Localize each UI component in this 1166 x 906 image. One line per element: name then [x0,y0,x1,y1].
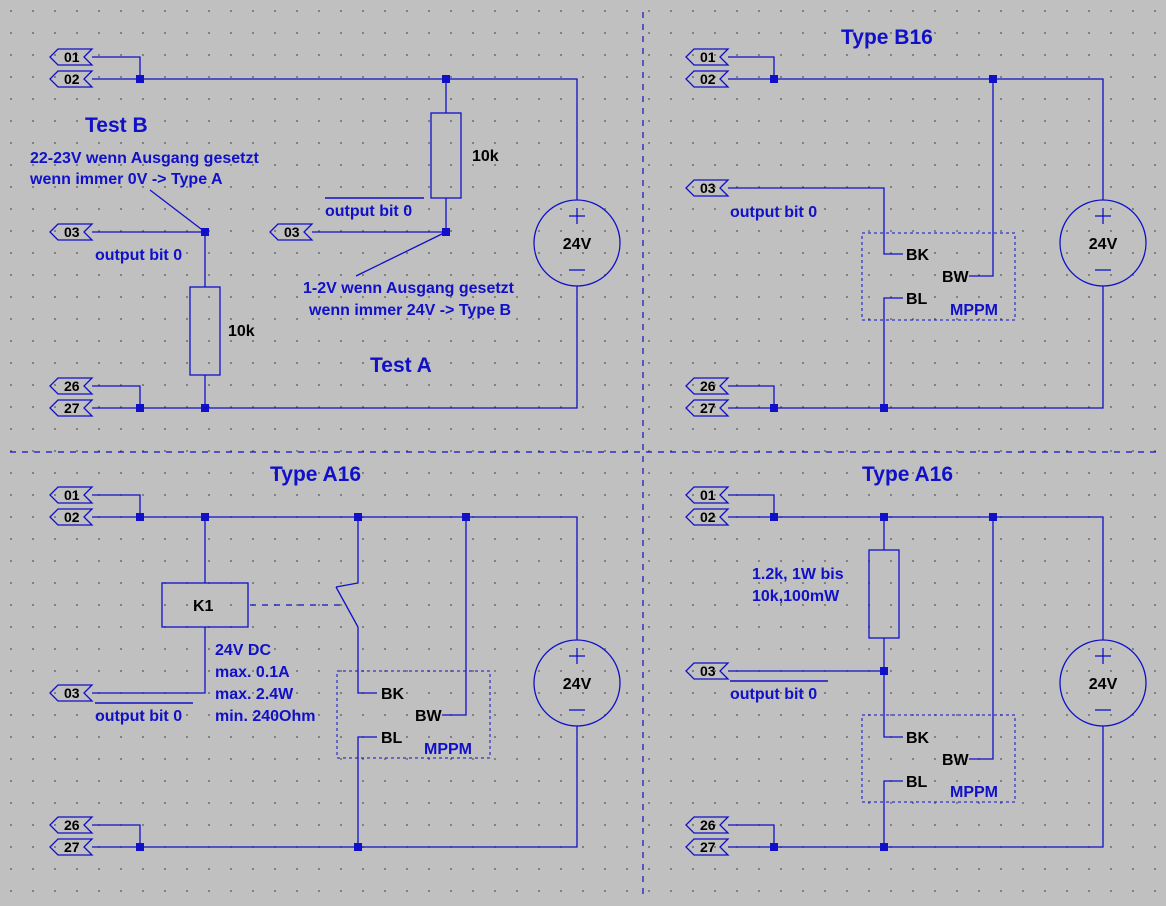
svg-text:24V: 24V [563,676,592,693]
relay-k1 [161,582,249,628]
pin-03-label: 03 [700,180,716,196]
pin-26-label: 26 [64,378,80,394]
type-a16-title: Type A16 [862,463,953,486]
relay-spec-1: 24V DC [215,642,271,659]
test-b-note-1: 22-23V wenn Ausgang gesetzt [30,150,259,167]
resistor-top [430,112,462,199]
test-b-title: Test B [85,114,148,137]
voltage-source: 24V [533,199,621,287]
test-a-note-2: wenn immer 24V -> Type B [308,302,511,319]
relay-label: K1 [193,598,214,615]
output-bit-label: output bit 0 [95,247,182,264]
resistor-left [189,286,221,376]
quadrant-top-right: 01 02 03 26 27 24V Type B16 output bit 0… [685,26,1147,417]
resistor-top-value: 10k [472,148,499,165]
bl-label: BL [381,730,403,747]
test-b-note-2: wenn immer 0V -> Type A [29,171,223,188]
pin-01-label: 01 [700,49,716,65]
relay-spec-2: max. 0.1A [215,664,290,681]
quadrant-bottom-right: 01 02 03 26 27 24V Type A16 1 [685,463,1147,856]
output-bit-label: output bit 0 [730,204,817,221]
pin-03-label: 03 [64,685,80,701]
pin-27-label: 27 [64,839,80,855]
pin-03-label: 03 [64,224,80,240]
bw-label: BW [415,708,443,725]
resistor-value-2: 10k,100mW [752,588,840,605]
voltage-source: 24V [1059,639,1147,727]
pin-02-label: 02 [700,71,716,87]
bw-label: BW [942,269,970,286]
type-b16-title: Type B16 [841,26,933,49]
voltage-source: 24V [1059,199,1147,287]
pin-03b-label: 03 [284,224,300,240]
pin-02-label: 02 [64,71,80,87]
pin-27-label: 27 [700,839,716,855]
pin-26-label: 26 [700,817,716,833]
mppm-label: MPPM [950,784,998,801]
bk-label: BK [906,247,930,264]
pin-01-label: 01 [64,487,80,503]
pin-27-label: 27 [700,400,716,416]
bk-label: BK [906,730,930,747]
svg-text:24V: 24V [1089,236,1118,253]
bl-label: BL [906,774,928,791]
test-a-title: Test A [370,354,432,377]
quadrant-top-left: 01 02 03 03 26 27 24V [29,48,621,417]
resistor-left-value: 10k [228,323,255,340]
resistor [868,549,900,639]
output-bit-inv-label: output bit 0 [730,686,817,703]
pin-02-label: 02 [700,509,716,525]
voltage-source: 24V [533,639,621,727]
mppm-label: MPPM [424,741,472,758]
pin-02-label: 02 [64,509,80,525]
pin-01-label: 01 [64,49,80,65]
pin-26-label: 26 [64,817,80,833]
bl-label: BL [906,291,928,308]
resistor-value-1: 1.2k, 1W bis [752,566,844,583]
pin-27-label: 27 [64,400,80,416]
pin-01-label: 01 [700,487,716,503]
type-a16-title: Type A16 [270,463,361,486]
svg-text:24V: 24V [563,236,592,253]
pin-26-label: 26 [700,378,716,394]
svg-text:24V: 24V [1089,676,1118,693]
quadrant-bottom-left: 01 02 03 26 27 24V [49,463,621,856]
test-a-note-1: 1-2V wenn Ausgang gesetzt [303,280,515,297]
output-bit-inv-label: output bit 0 [325,203,412,220]
relay-spec-3: max. 2.4W [215,686,294,703]
output-bit-inv-label: output bit 0 [95,708,182,725]
pin-03-label: 03 [700,663,716,679]
bk-label: BK [381,686,405,703]
bw-label: BW [942,752,970,769]
mppm-label: MPPM [950,302,998,319]
relay-spec-4: min. 240Ohm [215,708,315,725]
